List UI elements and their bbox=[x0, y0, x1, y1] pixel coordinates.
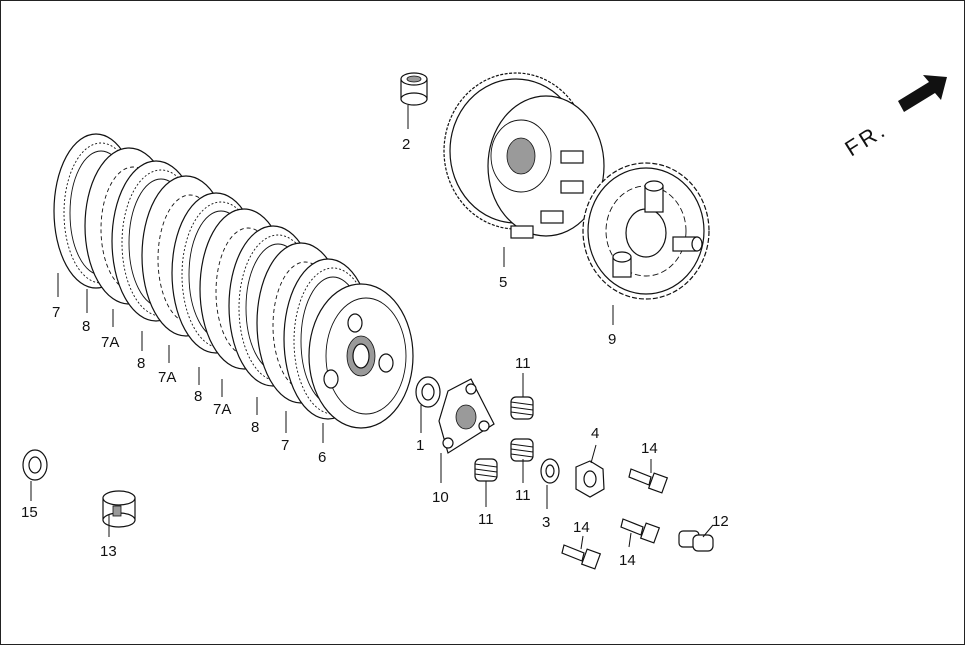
lock-washer bbox=[540, 458, 560, 484]
callout-3: 3 bbox=[542, 514, 550, 531]
callout-14: 14 bbox=[573, 519, 590, 536]
callout-9: 9 bbox=[608, 331, 616, 348]
front-direction-arrow-icon bbox=[898, 75, 947, 112]
callout-7: 7 bbox=[52, 304, 60, 321]
collar bbox=[400, 72, 428, 106]
callout-15: 15 bbox=[21, 504, 38, 521]
bolt bbox=[628, 468, 669, 494]
callout-1: 1 bbox=[416, 437, 424, 454]
callout-11: 11 bbox=[515, 355, 531, 372]
callout-14: 14 bbox=[641, 440, 658, 457]
callout-8: 8 bbox=[137, 355, 145, 372]
callout-7A: 7A bbox=[101, 334, 119, 351]
callout-13: 13 bbox=[100, 543, 117, 560]
callout-12: 12 bbox=[712, 513, 729, 530]
washer bbox=[415, 376, 441, 408]
callout-14: 14 bbox=[619, 552, 636, 569]
clutch-spring bbox=[474, 458, 498, 482]
lifter-piece bbox=[678, 530, 714, 552]
callout-8: 8 bbox=[194, 388, 202, 405]
clutch-center bbox=[582, 162, 710, 300]
lock-nut bbox=[575, 460, 605, 498]
clutch-spring bbox=[510, 396, 534, 420]
callout-11: 11 bbox=[478, 511, 494, 528]
callout-7: 7 bbox=[281, 437, 289, 454]
bolt bbox=[561, 544, 602, 570]
bushing bbox=[102, 490, 136, 528]
clutch-outer bbox=[443, 72, 605, 239]
callout-10: 10 bbox=[432, 489, 449, 506]
callout-7A: 7A bbox=[158, 369, 176, 386]
leader-lines bbox=[30, 105, 714, 550]
thrust-washer bbox=[22, 449, 48, 481]
callout-11: 11 bbox=[515, 487, 531, 504]
lifter-plate bbox=[438, 378, 495, 454]
callout-4: 4 bbox=[591, 425, 599, 442]
pressure-plate bbox=[308, 283, 414, 429]
front-direction-label: FR. bbox=[840, 116, 891, 161]
callout-5: 5 bbox=[499, 274, 507, 291]
callout-6: 6 bbox=[318, 449, 326, 466]
callout-7A: 7A bbox=[213, 401, 231, 418]
clutch-spring bbox=[510, 438, 534, 462]
bolt bbox=[620, 518, 661, 544]
callout-8: 8 bbox=[82, 318, 90, 335]
callout-2: 2 bbox=[402, 136, 410, 153]
callout-8: 8 bbox=[251, 419, 259, 436]
